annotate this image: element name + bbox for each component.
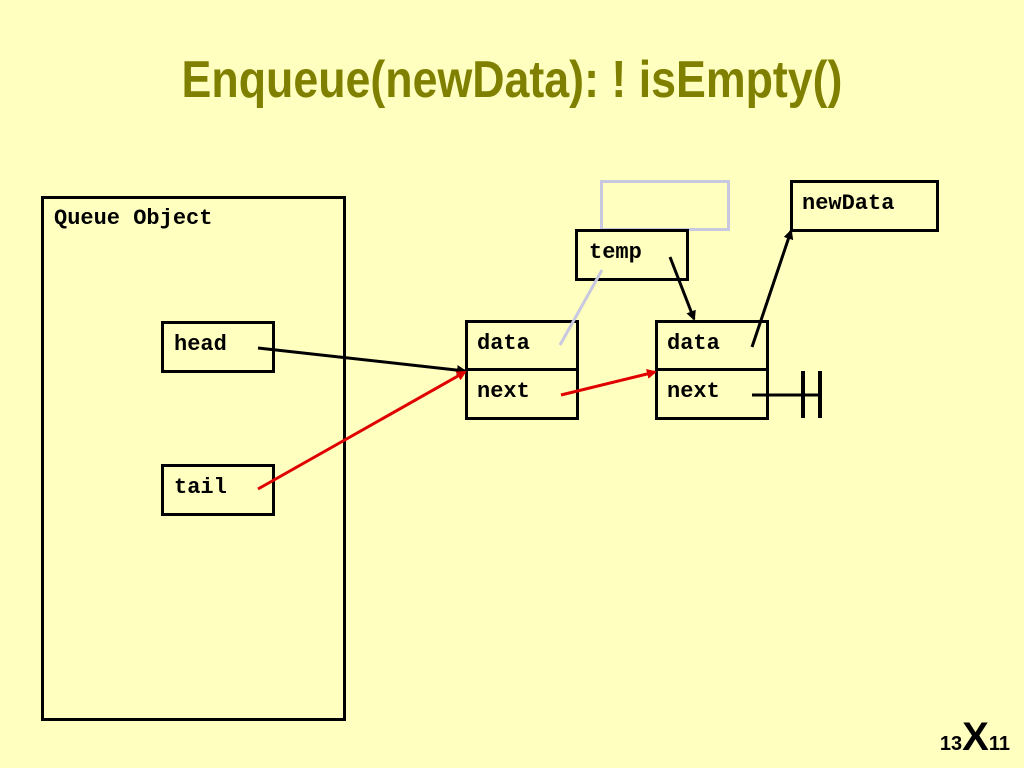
head-field-box bbox=[161, 321, 275, 373]
footer-left-number: 13 bbox=[939, 733, 963, 755]
tail-field-box bbox=[161, 464, 275, 516]
temp-label: temp bbox=[589, 240, 642, 265]
slide-footer: 13X11 bbox=[940, 715, 1010, 760]
faded-temp-connector bbox=[558, 269, 604, 346]
newdata-label: newData bbox=[802, 191, 895, 216]
node2-data-arrow bbox=[750, 229, 794, 348]
tail-field-label: tail bbox=[174, 475, 227, 500]
node1-next-arrow bbox=[560, 369, 657, 397]
node1-next-label: next bbox=[477, 379, 530, 404]
temp-pointer-arrow bbox=[668, 256, 696, 321]
footer-x: X bbox=[962, 715, 989, 759]
newdata-box bbox=[790, 180, 939, 232]
node2-data-label: data bbox=[667, 331, 720, 356]
node1-data-label: data bbox=[477, 331, 530, 356]
footer-right-number: 11 bbox=[988, 733, 1010, 755]
head-field-label: head bbox=[174, 332, 227, 357]
tail-pointer-arrow bbox=[257, 370, 467, 491]
node2-next-label: next bbox=[667, 379, 720, 404]
slide-title: Enqueue(newData): ! isEmpty() bbox=[181, 51, 843, 109]
temp-box bbox=[575, 229, 689, 281]
head-pointer-arrow bbox=[257, 346, 467, 376]
queue-object-box bbox=[41, 196, 346, 721]
node1-next-cell bbox=[465, 368, 579, 420]
queue-object-label: Queue Object bbox=[54, 206, 213, 231]
